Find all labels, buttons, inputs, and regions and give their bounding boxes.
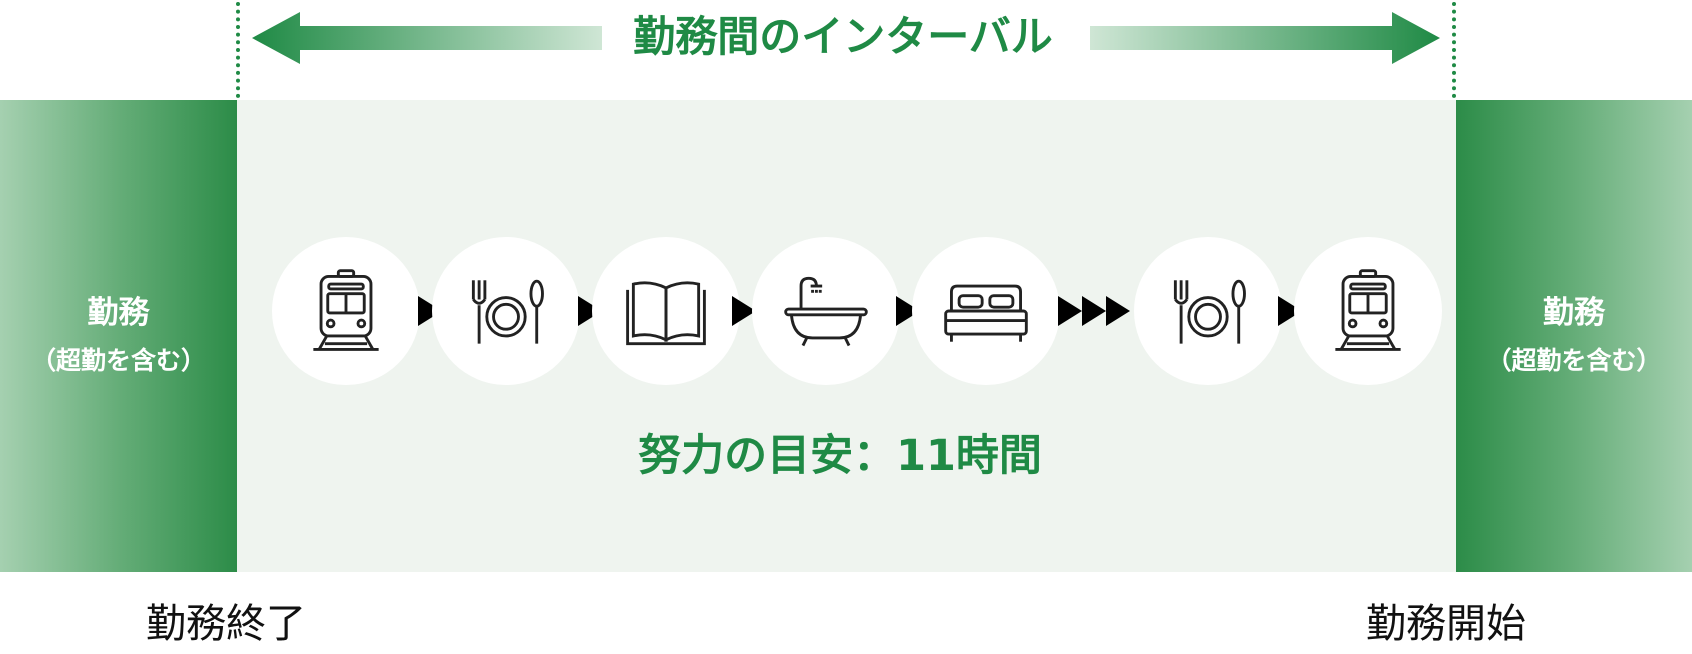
train-icon [1335, 269, 1401, 351]
sequence-arrow [1058, 296, 1082, 326]
interval-start-marker [236, 2, 240, 98]
sequence-arrow [1082, 296, 1106, 326]
work-block-subtitle: （超勤を含む） [30, 346, 206, 375]
interval-arrow-left [252, 12, 602, 64]
meal-icon [1173, 279, 1246, 344]
bath-icon [784, 276, 868, 347]
interval-end-marker [1452, 2, 1456, 98]
step-breakfast [1134, 237, 1282, 385]
interval-title: 勤務間のインターバル [633, 12, 1053, 61]
interval-arrow [252, 12, 1440, 64]
step-commute-work [1294, 237, 1442, 385]
work-end-label: 勤務終了 [146, 601, 306, 647]
target-duration: 努力の目安：11時間 [638, 431, 1042, 481]
work-block-title: 勤務 [87, 295, 150, 331]
work-block-left: 勤務 （超勤を含む） [0, 100, 237, 572]
step-sleep [912, 237, 1060, 385]
step-commute-home [272, 237, 420, 385]
step-reading [592, 237, 740, 385]
bed-icon [944, 284, 1028, 342]
step-dinner [432, 237, 580, 385]
work-block-title: 勤務 [1543, 295, 1605, 331]
train-icon [313, 269, 379, 351]
meal-icon [471, 279, 544, 344]
work-block-subtitle: （超勤を含む） [1486, 346, 1662, 375]
interval-arrow-right [1090, 12, 1440, 64]
work-block-right: 勤務 （超勤を含む） [1456, 100, 1692, 572]
work-start-label: 勤務開始 [1366, 601, 1526, 647]
book-icon [626, 281, 706, 346]
sequence-arrow [1106, 296, 1130, 326]
step-bath [752, 237, 900, 385]
